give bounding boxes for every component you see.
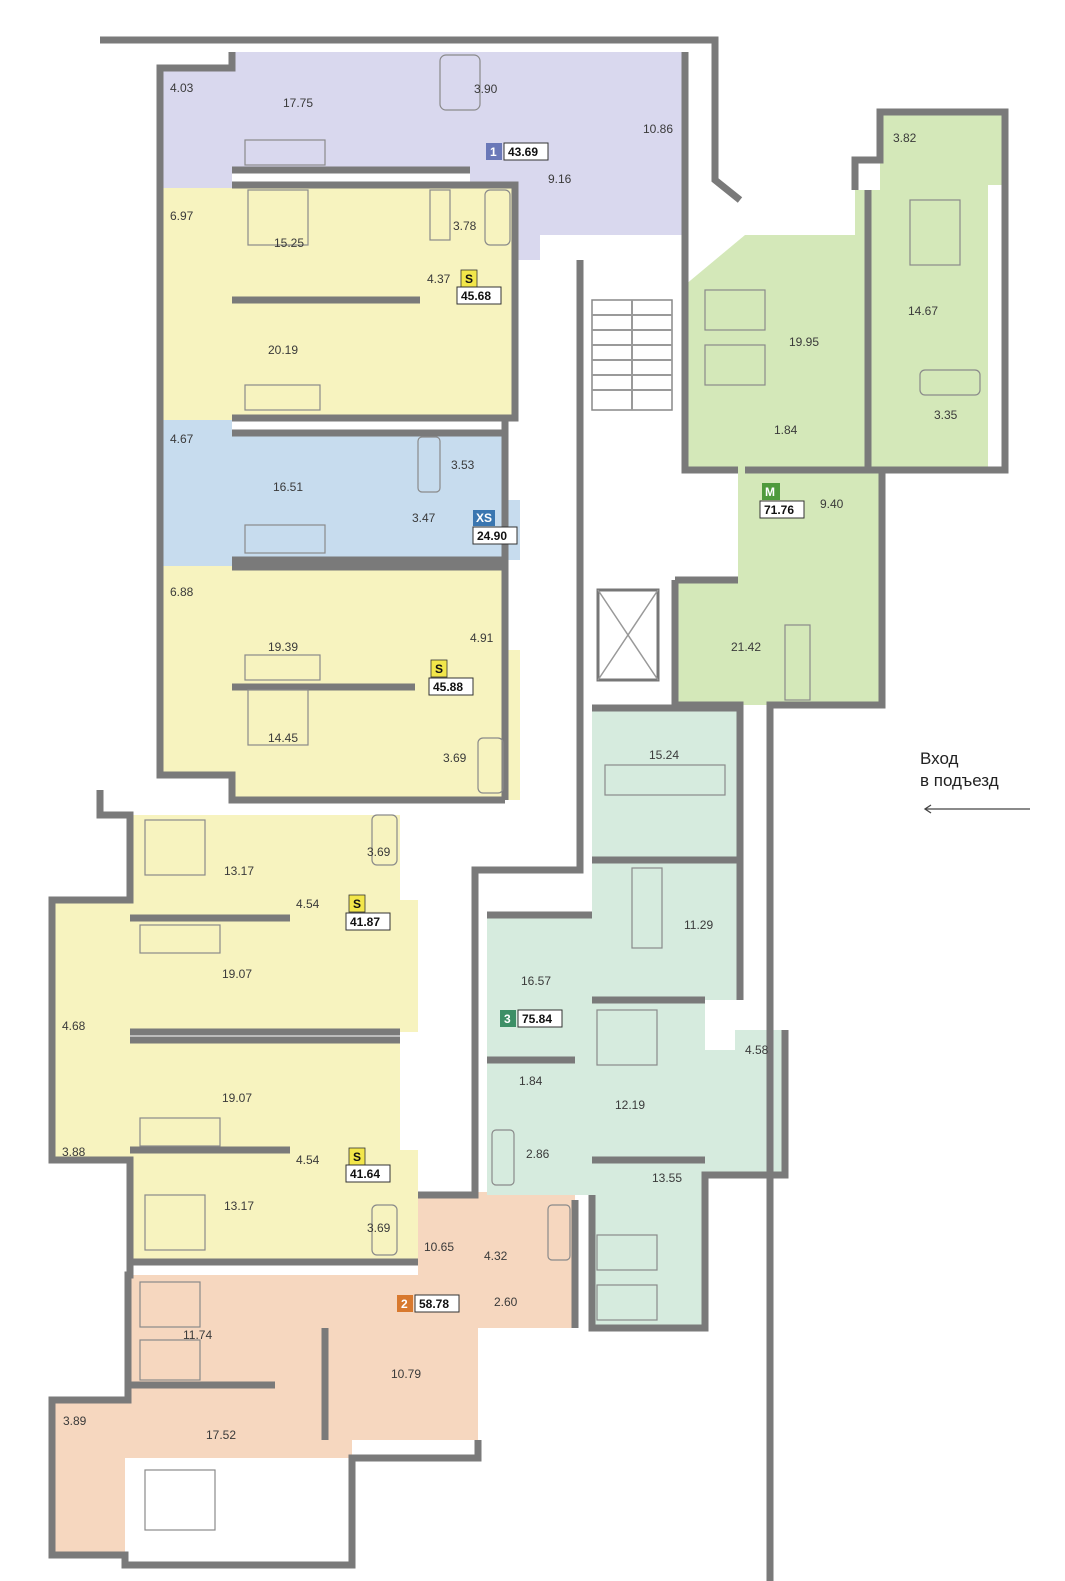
apartment-badge-3: 3 75.84 bbox=[500, 1009, 563, 1028]
apartment-area: 58.78 bbox=[419, 1297, 449, 1311]
room-area: 15.24 bbox=[649, 748, 679, 762]
entrance-label: Вход в подъезд bbox=[920, 748, 1050, 792]
room-area: 10.86 bbox=[643, 122, 673, 136]
room-area: 3.78 bbox=[453, 219, 477, 233]
room-area: 4.68 bbox=[62, 1019, 86, 1033]
furniture bbox=[139, 54, 981, 1531]
room-area: 10.65 bbox=[424, 1240, 454, 1254]
room-area: 3.35 bbox=[934, 408, 958, 422]
apartment-m-zone bbox=[675, 112, 1005, 705]
apartment-badge-s-45-68: S 45.68 bbox=[456, 269, 502, 305]
apartment-badge-xs: XS 24.90 bbox=[472, 510, 518, 545]
room-area: 13.17 bbox=[224, 864, 254, 878]
room-area: 3.89 bbox=[63, 1414, 87, 1428]
apartment-type: S bbox=[353, 1150, 361, 1164]
room-area: 13.17 bbox=[224, 1199, 254, 1213]
room-area: 6.97 bbox=[170, 209, 194, 223]
room-area: 21.42 bbox=[731, 640, 761, 654]
apartment-badge-s-41-87: S 41.87 bbox=[345, 894, 391, 931]
room-area: 19.39 bbox=[268, 640, 298, 654]
apartment-2-zone bbox=[52, 1192, 575, 1555]
apartment-type: S bbox=[353, 897, 361, 911]
apartment-xs-zone bbox=[160, 420, 520, 566]
room-area: 4.91 bbox=[470, 631, 494, 645]
apartment-type: 1 bbox=[490, 145, 497, 159]
room-area: 3.82 bbox=[893, 131, 917, 145]
interior-walls bbox=[130, 166, 882, 1440]
room-area: 4.37 bbox=[427, 272, 451, 286]
room-area: 3.90 bbox=[474, 82, 498, 96]
apartment-type: 2 bbox=[401, 1297, 408, 1311]
room-area: 16.57 bbox=[521, 974, 551, 988]
entrance-arrow-icon bbox=[923, 804, 1030, 814]
apartment-badge-s-45-88: S 45.88 bbox=[428, 659, 474, 696]
apartment-type: 3 bbox=[504, 1012, 511, 1026]
room-area: 2.86 bbox=[526, 1147, 550, 1161]
room-area: 14.67 bbox=[908, 304, 938, 318]
room-area: 19.07 bbox=[222, 1091, 252, 1105]
room-area: 4.03 bbox=[170, 81, 194, 95]
apartment-s-41-87-zone bbox=[52, 815, 418, 1048]
apartment-badge-1: 1 43.69 bbox=[486, 142, 549, 161]
apartment-badge-2: 2 58.78 bbox=[397, 1294, 460, 1313]
room-area: 19.07 bbox=[222, 967, 252, 981]
entrance-label-line1: Вход bbox=[920, 749, 959, 768]
apartment-type: S bbox=[435, 662, 443, 676]
elevator-shaft bbox=[596, 588, 660, 682]
room-labels: 4.03 17.75 3.90 10.86 9.16 6.97 15.25 3.… bbox=[62, 81, 958, 1442]
apartment-type: S bbox=[465, 272, 473, 286]
room-area: 4.32 bbox=[484, 1249, 508, 1263]
room-area: 14.45 bbox=[268, 731, 298, 745]
apartment-s-45-88-zone bbox=[160, 566, 520, 800]
room-area: 4.58 bbox=[745, 1043, 769, 1057]
room-area: 2.60 bbox=[494, 1295, 518, 1309]
entrance-label-line2: в подъезд bbox=[920, 771, 999, 790]
room-area: 10.79 bbox=[391, 1367, 421, 1381]
apartment-area: 41.87 bbox=[350, 915, 380, 929]
apartment-type: XS bbox=[476, 511, 492, 525]
apartment-area: 45.88 bbox=[433, 680, 463, 694]
room-area: 9.40 bbox=[820, 497, 844, 511]
room-area: 6.88 bbox=[170, 585, 194, 599]
exterior-walls bbox=[48, 36, 1009, 1581]
room-area: 11.74 bbox=[183, 1328, 212, 1342]
apartment-area: 71.76 bbox=[764, 503, 794, 517]
room-area: 3.69 bbox=[367, 1221, 391, 1235]
apartment-1-zone bbox=[160, 52, 685, 260]
apartment-badge-s-41-64: S 41.64 bbox=[345, 1147, 391, 1183]
room-area: 3.47 bbox=[412, 511, 436, 525]
room-area: 12.19 bbox=[615, 1098, 645, 1112]
room-area: 3.53 bbox=[451, 458, 475, 472]
room-area: 15.25 bbox=[274, 236, 304, 250]
room-area: 4.54 bbox=[296, 897, 320, 911]
room-area: 9.16 bbox=[548, 172, 572, 186]
room-area: 17.75 bbox=[283, 96, 313, 110]
room-area: 17.52 bbox=[206, 1428, 236, 1442]
apartment-type: M bbox=[765, 485, 775, 499]
apartment-area: 45.68 bbox=[461, 289, 491, 303]
room-area: 1.84 bbox=[774, 423, 798, 437]
room-area: 4.54 bbox=[296, 1153, 320, 1167]
room-area: 3.69 bbox=[443, 751, 467, 765]
apartment-area: 43.69 bbox=[508, 145, 538, 159]
apartment-area: 41.64 bbox=[350, 1167, 380, 1181]
room-area: 3.88 bbox=[62, 1145, 86, 1159]
room-area: 1.84 bbox=[519, 1074, 543, 1088]
room-area: 13.55 bbox=[652, 1171, 682, 1185]
room-area: 19.95 bbox=[789, 335, 819, 349]
apartment-area: 24.90 bbox=[477, 529, 507, 543]
room-area: 4.67 bbox=[170, 432, 194, 446]
room-area: 16.51 bbox=[273, 480, 303, 494]
room-area: 11.29 bbox=[684, 918, 713, 932]
room-area: 3.69 bbox=[367, 845, 391, 859]
apartment-area: 75.84 bbox=[522, 1012, 552, 1026]
room-area: 20.19 bbox=[268, 343, 298, 357]
stairwell bbox=[591, 299, 673, 411]
apartment-badge-m: M 71.76 bbox=[759, 483, 805, 519]
